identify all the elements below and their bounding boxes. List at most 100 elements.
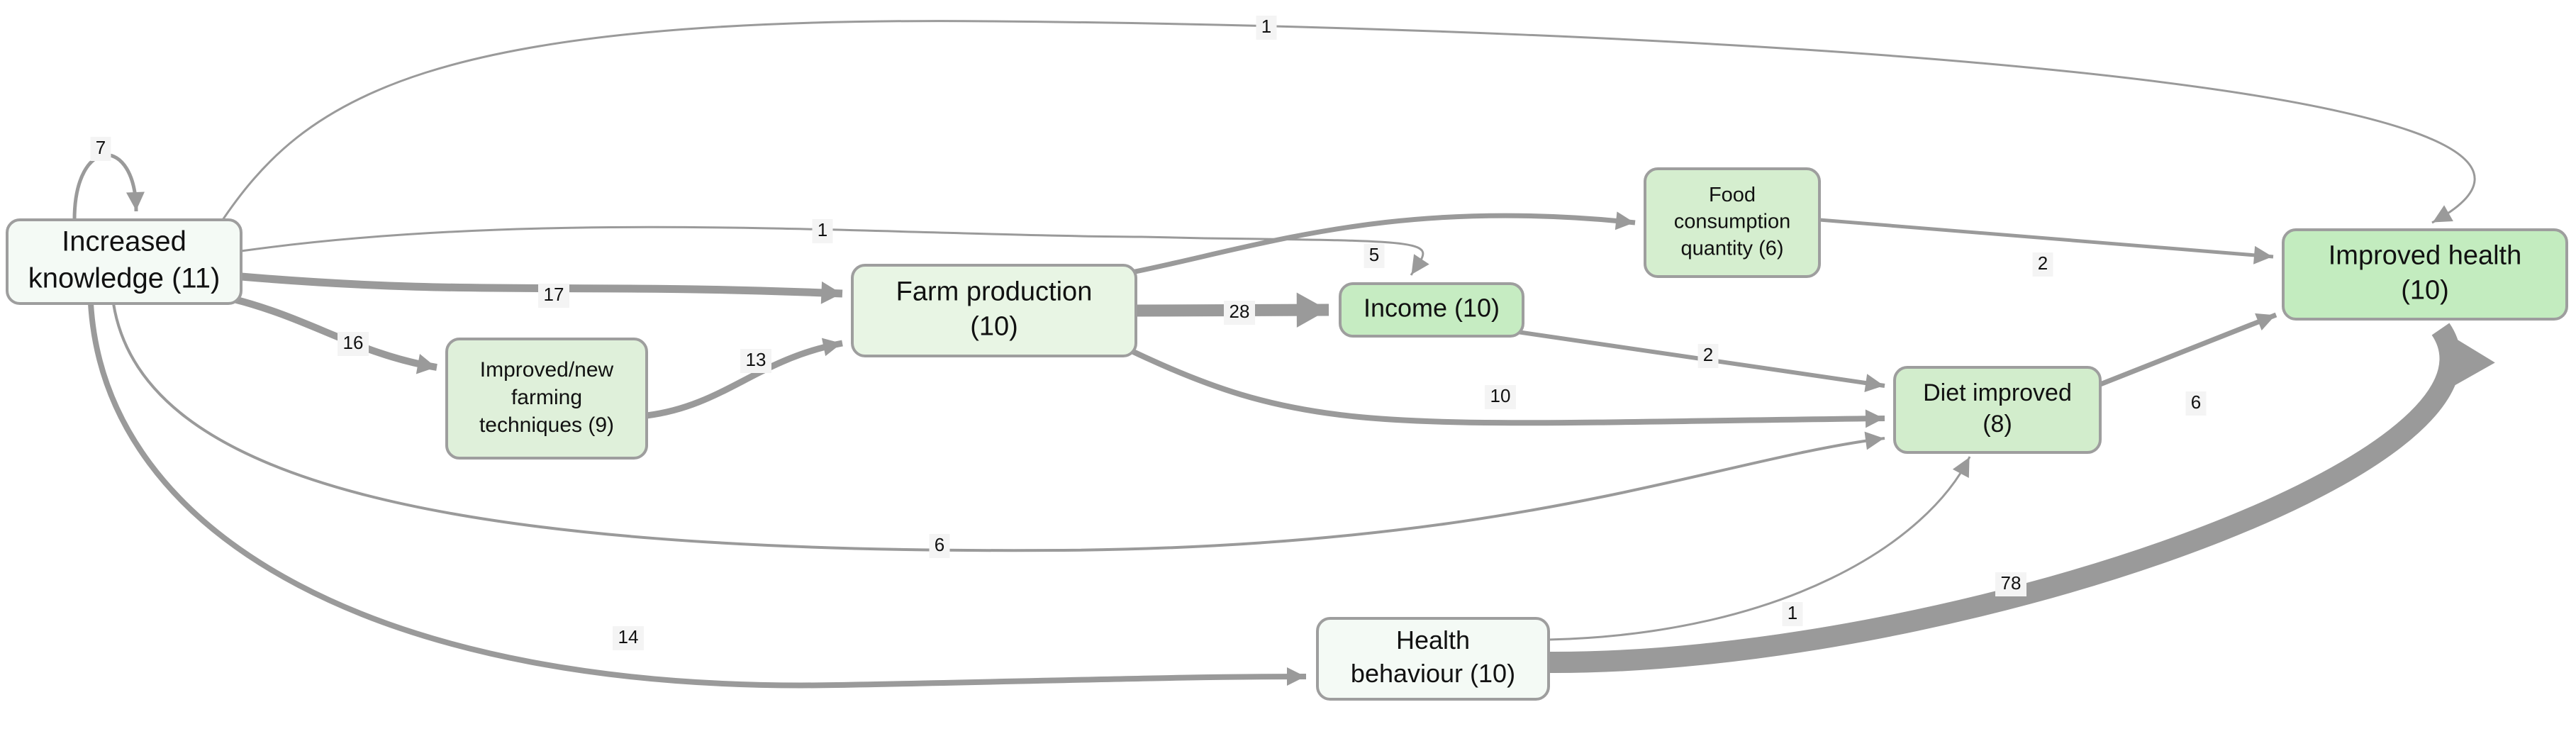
edge-farm-production-to-diet-improved[interactable]	[1129, 347, 1885, 426]
edge-label-farm-production-to-food-consumption-quantity: 5	[1364, 244, 1385, 268]
edge-label-backdrop	[1697, 344, 1719, 368]
edge-label-backdrop	[338, 332, 369, 356]
edge-weight-label: 2	[1703, 344, 1713, 365]
node-label-line: (10)	[2401, 276, 2449, 306]
edge-diet-improved-to-improved-health[interactable]	[2099, 312, 2277, 387]
edge-arrowhead	[416, 353, 437, 374]
edge-arrowhead	[1296, 292, 1328, 328]
edge-food-consumption-quantity-to-improved-health[interactable]	[1819, 218, 2274, 259]
node-label-line: techniques (9)	[479, 413, 614, 437]
edge-arrowhead	[2432, 205, 2453, 223]
edge-arrowhead	[1864, 374, 1885, 392]
edge-label-backdrop	[1364, 244, 1385, 268]
node-label-line: knowledge (11)	[28, 263, 221, 294]
edge-health-behaviour-to-diet-improved[interactable]	[1548, 456, 1971, 641]
node-box	[1644, 167, 1821, 278]
edge-label-backdrop	[929, 534, 950, 558]
edge-label-increased-knowledge-to-income: 1	[812, 219, 833, 243]
edge-weight-label: 2	[2038, 252, 2048, 274]
node-label-line: farming	[511, 386, 582, 409]
node-label-line: behaviour (10)	[1351, 659, 1515, 688]
edge-arrowhead	[1286, 667, 1305, 686]
node-farm-production[interactable]: Farm production(10)	[851, 264, 1137, 357]
edge-label-increased-knowledge-to-increased-knowledge: 7	[90, 137, 111, 161]
edge-arrowhead	[2441, 329, 2495, 394]
node-income[interactable]: Income (10)	[1339, 282, 1524, 338]
edge-label-diet-improved-to-improved-health: 6	[2185, 391, 2207, 416]
edge-label-food-consumption-quantity-to-improved-health: 2	[2032, 252, 2053, 277]
edge-weight-label: 13	[746, 349, 766, 370]
edge-weight-label: 1	[1788, 602, 1797, 623]
edge-label-income-to-diet-improved: 2	[1697, 344, 1719, 368]
edge-label-farm-production-to-diet-improved: 10	[1485, 385, 1516, 409]
edge-label-backdrop	[1256, 16, 1277, 40]
edge-label-increased-knowledge-to-diet-improved: 6	[929, 534, 950, 558]
node-label-line: quantity (6)	[1680, 237, 1783, 260]
node-improved-new-farming-techniques[interactable]: Improved/new farming techniques (9)	[445, 338, 648, 460]
edge-increased-knowledge-to-improved-new-farming-techniques[interactable]	[233, 296, 437, 371]
edge-health-behaviour-to-improved-health[interactable]	[1545, 323, 2461, 674]
edge-label-backdrop	[1485, 385, 1516, 409]
edge-weight-label: 1	[1261, 16, 1271, 37]
edge-increased-knowledge-to-improved-health[interactable]	[218, 20, 2476, 225]
node-health-behaviour[interactable]: Health behaviour (10)	[1316, 617, 1550, 701]
node-box	[1316, 617, 1550, 701]
edge-label-increased-knowledge-to-improved-new-farming-techniques: 16	[338, 332, 369, 356]
node-box	[6, 218, 242, 305]
node-label-line: Income (10)	[1364, 294, 1500, 323]
node-box	[2282, 228, 2568, 321]
edge-increased-knowledge-to-increased-knowledge[interactable]	[72, 153, 138, 221]
node-food-consumption-quantity[interactable]: Food consumption quantity (6)	[1644, 167, 1821, 278]
edge-weight-label: 14	[618, 626, 639, 647]
edge-labels-layer: 7 1 1 17 16 13 28 5 10 2 2 6 6 14 1 78	[90, 16, 2207, 650]
edge-weight-label: 7	[96, 137, 106, 158]
edge-label-backdrop	[1224, 301, 1255, 325]
node-box	[1339, 282, 1524, 338]
node-label-line: Improved health	[2329, 240, 2522, 270]
edge-arrowhead	[1865, 409, 1884, 428]
edge-increased-knowledge-to-diet-improved[interactable]	[112, 303, 1885, 552]
edge-increased-knowledge-to-income[interactable]	[240, 226, 1424, 276]
edge-arrowhead	[1952, 457, 1970, 478]
edge-farm-production-to-food-consumption-quantity[interactable]	[1131, 213, 1636, 275]
edge-label-backdrop	[1995, 572, 2026, 596]
edge-label-backdrop	[613, 626, 644, 650]
node-diet-improved[interactable]: Diet improved(8)	[1893, 366, 2102, 454]
edge-label-backdrop	[2185, 391, 2207, 416]
edge-weight-label: 16	[343, 332, 364, 353]
edge-label-farm-production-to-income: 28	[1224, 301, 1255, 325]
edge-arrowhead	[821, 338, 842, 357]
edge-weight-label: 17	[544, 284, 564, 305]
edge-arrowhead	[1411, 254, 1429, 275]
node-label-line: consumption	[1674, 211, 1790, 233]
edge-arrowhead	[2255, 313, 2276, 331]
edge-label-improved-new-farming-techniques-to-farm-production: 13	[740, 349, 771, 373]
edge-weight-label: 28	[1230, 301, 1250, 322]
edge-label-backdrop	[812, 219, 833, 243]
node-label-line: Health	[1396, 625, 1470, 655]
edge-label-health-behaviour-to-diet-improved: 1	[1782, 602, 1803, 626]
edge-weight-label: 1	[818, 219, 827, 240]
edge-label-backdrop	[2032, 252, 2053, 277]
edge-weight-label: 10	[1490, 385, 1511, 406]
edge-weight-label: 78	[2001, 572, 2022, 594]
node-label-line: (8)	[1983, 411, 2012, 438]
edge-label-backdrop	[538, 284, 569, 308]
edge-increased-knowledge-to-farm-production[interactable]	[240, 272, 843, 298]
edge-increased-knowledge-to-health-behaviour[interactable]	[88, 303, 1307, 689]
edge-weight-label: 5	[1369, 244, 1379, 265]
node-label-line: Food	[1709, 184, 1756, 206]
edge-improved-new-farming-techniques-to-farm-production[interactable]	[646, 340, 843, 419]
node-label-line: Improved/new	[480, 358, 614, 382]
node-box	[445, 338, 648, 460]
edge-weight-label: 6	[2191, 391, 2201, 413]
node-improved-health[interactable]: Improved health (10)	[2282, 228, 2568, 321]
edge-weight-label: 6	[935, 534, 944, 555]
edge-arrowhead	[2253, 245, 2273, 265]
edge-arrowhead	[820, 281, 842, 304]
node-box	[851, 264, 1137, 357]
